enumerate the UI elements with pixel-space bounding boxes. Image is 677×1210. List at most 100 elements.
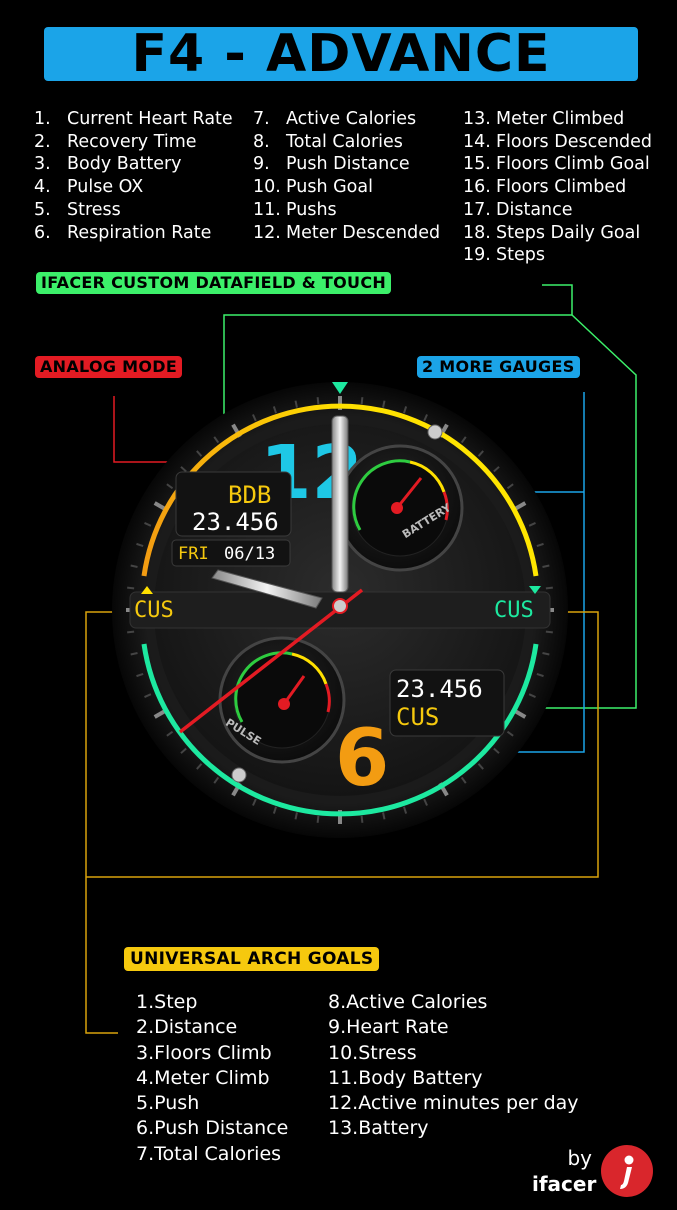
bezel-tick xyxy=(528,522,536,527)
list-item: 3.Body Battery xyxy=(34,154,182,175)
bezel-tick xyxy=(144,693,152,698)
bezel-tick xyxy=(252,414,257,422)
top-field-label: BDB xyxy=(228,481,272,509)
list-item: 7.Active Calories xyxy=(253,109,417,129)
list-item: 12.Meter Descended xyxy=(253,222,441,243)
datafield-list-col1: 1.Current Heart Rate 2.Recovery Time 3.B… xyxy=(34,108,233,244)
analog-mode-tag: ANALOG MODE xyxy=(35,356,183,378)
list-item: 18.Steps Daily Goal xyxy=(463,222,641,243)
bezel-tick xyxy=(545,630,553,634)
list-item: 5.Push xyxy=(136,1092,200,1115)
list-item: 4.Pulse OX xyxy=(34,177,144,198)
list-item: 19.Steps xyxy=(463,245,545,266)
hour-numeral-6: 6 xyxy=(335,714,389,804)
list-item: 2.Recovery Time xyxy=(34,131,197,152)
list-item: 1.Current Heart Rate xyxy=(34,109,233,129)
list-item: 2.Distance xyxy=(136,1016,238,1039)
bezel-tick xyxy=(382,400,386,408)
list-item: 10.Push Goal xyxy=(253,177,373,198)
datafield-list-col3: 13.Meter Climbed 14.Floors Descended 15.… xyxy=(463,108,652,267)
list-item: 8.Total Calories xyxy=(253,131,403,152)
list-item: 13.Meter Climbed xyxy=(463,109,625,129)
bezel-tick xyxy=(493,747,500,754)
byline: by ifacer xyxy=(532,1145,597,1197)
bezel-tick xyxy=(213,776,220,784)
list-item: 9.Heart Rate xyxy=(328,1016,449,1039)
second-hand xyxy=(178,588,364,734)
bezel-tick xyxy=(506,483,514,490)
bezel-tick xyxy=(542,652,550,656)
bezel-tick xyxy=(536,542,544,547)
bezel-tick xyxy=(506,730,514,737)
date-label: 06/13 xyxy=(224,544,276,564)
more-gauges-tag: 2 MORE GAUGES xyxy=(417,356,580,378)
list-item: 17.Distance xyxy=(463,199,573,220)
byline-name: ifacer xyxy=(532,1172,597,1196)
bezel-tick xyxy=(130,652,138,656)
bezel-tick xyxy=(213,436,220,444)
bezel-tick xyxy=(144,522,152,527)
bezel-tick xyxy=(196,763,203,770)
bezel-tick xyxy=(360,815,364,823)
bezel-tick xyxy=(423,798,428,806)
bezel-tick xyxy=(252,798,257,806)
goals-list-col2: 8.Active Calories 9.Heart Rate 10.Stress… xyxy=(328,990,579,1142)
list-item: 15.Floors Climb Goal xyxy=(463,154,650,175)
bezel-tick xyxy=(136,673,144,678)
list-item: 10.Stress xyxy=(328,1041,417,1064)
bezel-tick xyxy=(136,542,144,547)
watch-graphic: 12 6 xyxy=(112,382,568,838)
bezel-tick xyxy=(316,815,320,823)
bezel-tick xyxy=(460,776,467,784)
list-item: 13.Battery xyxy=(328,1117,429,1140)
bezel-tick xyxy=(423,414,428,422)
left-cus-label[interactable]: CUS xyxy=(134,598,174,623)
bottom-field-value: 23.456 xyxy=(396,675,483,703)
list-item: 16.Floors Climbed xyxy=(463,177,627,198)
bezel-tick xyxy=(127,630,135,634)
bezel-tick xyxy=(542,564,550,568)
bezel-tick xyxy=(477,763,484,770)
bezel-tick xyxy=(360,397,364,405)
bottom-field-label: CUS xyxy=(396,703,440,731)
bezel-tick xyxy=(403,406,408,414)
list-item: 5.Stress xyxy=(34,199,121,220)
list-item: 7.Total Calories xyxy=(136,1142,282,1165)
bezel-tick xyxy=(127,586,135,590)
bezel-tick xyxy=(166,483,174,490)
list-item: 4.Meter Climb xyxy=(136,1066,270,1089)
goals-list-col1: 1.Step 2.Distance 3.Floors Climb 4.Meter… xyxy=(136,990,288,1167)
bezel-tick xyxy=(294,400,298,408)
list-item: 11.Body Battery xyxy=(328,1066,483,1089)
page-title: F4 - ADVANCE xyxy=(131,24,551,84)
list-item: 12.Active minutes per day xyxy=(328,1092,579,1115)
minute-hand xyxy=(331,415,349,593)
watch-face: 12 6 BDB 23.456 FRI 06/13 CUS CUS 23.456 xyxy=(110,380,570,840)
right-cus-label[interactable]: CUS xyxy=(494,598,534,623)
list-item: 11.Pushs xyxy=(253,199,337,220)
bezel-tick xyxy=(403,806,408,814)
bezel-tick xyxy=(493,466,500,473)
bezel-tick xyxy=(316,397,320,405)
bezel-tick xyxy=(528,693,536,698)
ifacer-logo-icon xyxy=(601,1145,653,1197)
list-item: 14.Floors Descended xyxy=(463,131,653,152)
bezel-tick xyxy=(180,466,187,473)
list-item: 9.Push Distance xyxy=(253,154,410,175)
bezel-tick xyxy=(536,673,544,678)
bezel-tick xyxy=(180,747,187,754)
bezel-tick xyxy=(294,812,298,820)
bezel-tick xyxy=(477,450,484,457)
byline-by: by xyxy=(567,1146,592,1170)
bezel-tick xyxy=(130,564,138,568)
bezel-tick xyxy=(545,586,553,590)
bezel-tick xyxy=(460,436,467,444)
custom-datafield-tag: IFACER CUSTOM DATAFIELD & TOUCH xyxy=(36,272,392,294)
list-item: 3.Floors Climb xyxy=(136,1041,272,1064)
bezel-tick xyxy=(272,806,277,814)
title-banner: F4 - ADVANCE xyxy=(44,27,638,81)
bezel-tick xyxy=(272,406,277,414)
bezel-tick xyxy=(196,450,203,457)
top-field-value: 23.456 xyxy=(192,508,279,536)
datafield-list-col2: 7.Active Calories 8.Total Calories 9.Pus… xyxy=(253,108,440,244)
